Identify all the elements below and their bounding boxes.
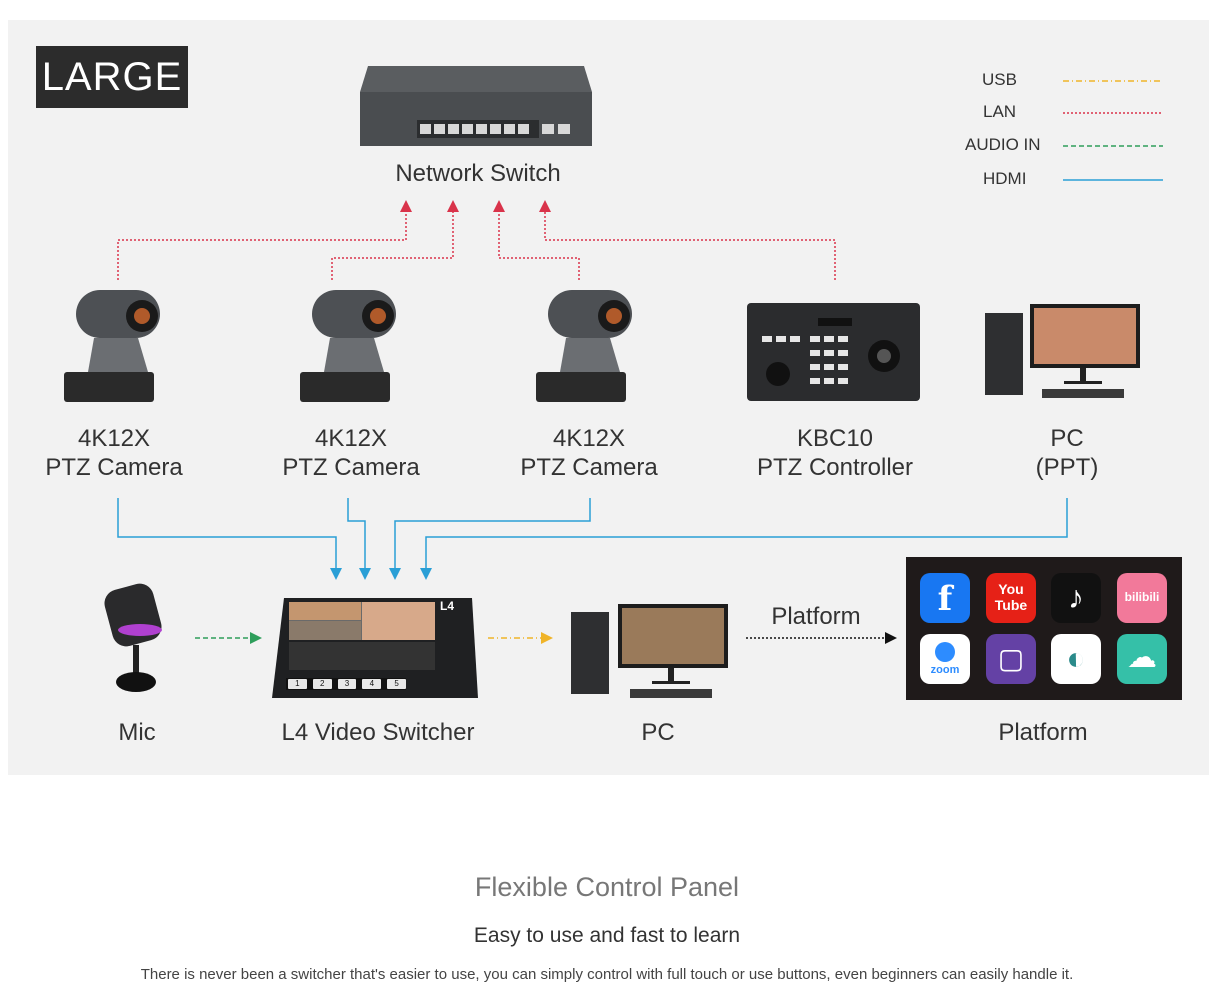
hdmi-pc-ppt	[420, 498, 1068, 580]
video-switcher-device	[272, 598, 478, 698]
switcher-key-4[interactable]: 4	[362, 679, 382, 689]
tiktok-icon[interactable]: ♪	[1051, 573, 1101, 623]
platform-label: Platform	[998, 719, 1088, 746]
hdmi-camera3	[389, 498, 591, 580]
bilibili-icon[interactable]: bilibili	[1117, 573, 1167, 623]
mic-device	[104, 583, 162, 692]
camera-1-label: 4K12X PTZ Camera	[34, 424, 194, 482]
hdmi-camera2	[347, 498, 371, 580]
switcher-label: L4 Video Switcher	[281, 719, 475, 746]
pc-ppt-label: PC (PPT)	[1017, 424, 1117, 482]
controller-model: KBC10	[796, 425, 874, 452]
pc-out-label: PC	[641, 719, 675, 746]
platform-arrow-label: Platform	[771, 603, 861, 630]
legend-hdmi-label: HDMI	[983, 169, 1027, 188]
ptz-camera-3-device	[536, 290, 632, 402]
lan-controller	[539, 200, 836, 280]
switcher-l4-badge: L4	[440, 599, 455, 613]
pc-out-device	[571, 604, 728, 698]
camera-2-label: 4K12X PTZ Camera	[271, 424, 431, 482]
section-subtitle: Easy to use and fast to learn	[473, 924, 741, 947]
twitch-icon[interactable]: ▢	[986, 634, 1036, 684]
legend-audio-label: AUDIO IN	[965, 135, 1041, 154]
hdmi-camera1	[117, 498, 342, 580]
facebook-icon[interactable]: f	[920, 573, 970, 623]
cloud-live-icon[interactable]: ☁	[1117, 634, 1167, 684]
camera-1-model: 4K12X	[77, 425, 151, 452]
size-badge: LARGE	[36, 46, 188, 108]
network-switch-device	[360, 66, 592, 146]
lan-camera2	[331, 200, 459, 280]
legend-lan-label: LAN	[983, 102, 1017, 121]
section-title: Flexible Control Panel	[474, 872, 740, 902]
section-description: There is never been a switcher that's ea…	[140, 966, 1074, 983]
mic-label: Mic	[118, 719, 156, 746]
lan-camera3	[493, 200, 580, 280]
switcher-key-2[interactable]: 2	[312, 679, 332, 689]
pc-ppt-note: (PPT)	[1035, 454, 1099, 481]
camera-2-type: PTZ Camera	[282, 454, 420, 481]
camera-1-type: PTZ Camera	[45, 454, 183, 481]
camera-3-type: PTZ Camera	[520, 454, 658, 481]
controller-type: PTZ Controller	[756, 454, 914, 481]
pc-ppt-device	[985, 304, 1140, 398]
ptz-controller-device	[747, 303, 920, 401]
controller-label: KBC10 PTZ Controller	[745, 424, 925, 482]
switcher-key-5[interactable]: 5	[387, 679, 406, 689]
camera-2-model: 4K12X	[314, 425, 388, 452]
pc-ppt-name: PC	[1050, 425, 1084, 452]
legend-usb-label: USB	[982, 70, 1017, 89]
streaming-app-icon[interactable]: ◐	[1051, 634, 1101, 684]
lan-camera1	[117, 200, 412, 280]
switcher-key-1[interactable]: 1	[288, 679, 307, 689]
network-switch-label: Network Switch	[395, 160, 561, 187]
switcher-button-row: 1 2 3 4 5	[288, 679, 406, 689]
camera-3-model: 4K12X	[552, 425, 626, 452]
zoom-icon[interactable]: zoom	[920, 634, 970, 684]
ptz-camera-1-device	[64, 290, 160, 402]
youtube-icon[interactable]: You Tube	[986, 573, 1036, 623]
camera-3-label: 4K12X PTZ Camera	[509, 424, 669, 482]
ptz-camera-2-device	[300, 290, 396, 402]
switcher-key-3[interactable]: 3	[337, 679, 357, 689]
